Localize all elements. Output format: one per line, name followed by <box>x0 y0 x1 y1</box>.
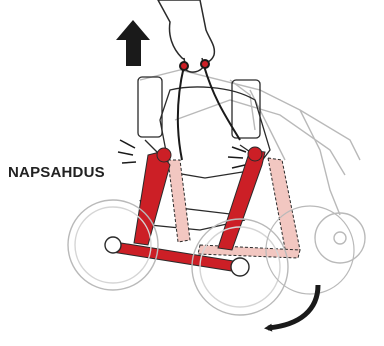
curved-arrow-icon <box>264 284 321 332</box>
up-arrow-icon <box>116 20 150 66</box>
front-right-wheel <box>191 218 289 316</box>
snap-label: NAPSAHDUS <box>8 164 105 181</box>
front-left-wheel <box>67 199 159 291</box>
front-frame <box>111 146 266 273</box>
snap-lines-icon <box>117 139 247 169</box>
rear-wheel <box>265 205 355 295</box>
strap <box>176 59 241 161</box>
